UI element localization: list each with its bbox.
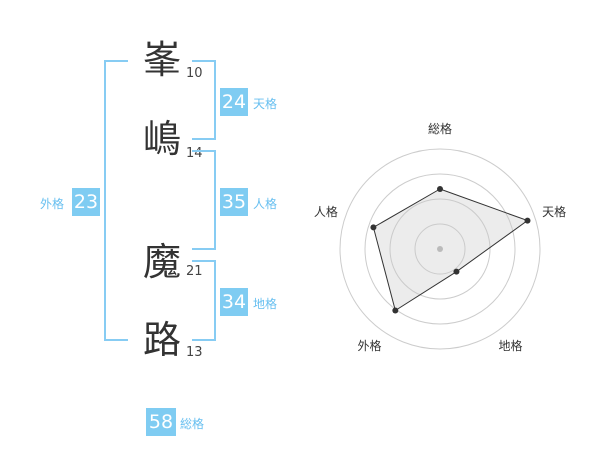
chikaku-score: 34 — [220, 288, 248, 316]
radar-axis-label-1: 総格 — [428, 121, 452, 136]
gaikaku-label: 外格 — [40, 197, 65, 211]
stroke-count-2: 14 — [186, 146, 203, 161]
stroke-count-1: 10 — [186, 66, 203, 81]
name-char-1: 峯 — [142, 38, 181, 82]
radar-ring — [364, 173, 516, 325]
jinkaku-label: 人格 — [253, 197, 278, 211]
radar-ring — [389, 198, 491, 300]
radar-polygon — [372, 188, 529, 312]
jinkaku-score: 35 — [220, 188, 248, 216]
radar-point-3 — [453, 268, 460, 275]
name-char-4: 路 — [142, 318, 181, 362]
jinkaku-bracket — [192, 150, 216, 250]
soukaku-score: 58 — [146, 408, 176, 436]
radar-point-5 — [370, 224, 377, 231]
radar-axis-label-5: 人格 — [314, 204, 338, 219]
radar-axis-label-4: 外格 — [357, 338, 381, 353]
name-char-3: 魔 — [142, 240, 181, 284]
tenkaku-bracket — [192, 60, 216, 140]
stroke-count-3: 21 — [186, 264, 203, 279]
tenkaku-score: 24 — [220, 88, 248, 116]
gaikaku-bracket — [104, 60, 128, 341]
radar-point-4 — [392, 307, 399, 314]
soukaku-label: 総格 — [180, 417, 205, 431]
radar-ring — [414, 223, 466, 275]
radar-axis-label-2: 天格 — [542, 204, 566, 219]
radar-point-2 — [524, 217, 531, 224]
gaikaku-score: 23 — [72, 188, 100, 216]
name-char-2: 嶋 — [142, 117, 181, 161]
radar-axis-label-3: 地格 — [499, 338, 523, 353]
tenkaku-label: 天格 — [253, 97, 278, 111]
radar-point-1 — [437, 186, 443, 192]
stroke-count-4: 13 — [186, 345, 203, 360]
radar-center-dot — [437, 246, 443, 252]
chikaku-label: 地格 — [253, 297, 278, 311]
chikaku-bracket — [192, 260, 216, 341]
